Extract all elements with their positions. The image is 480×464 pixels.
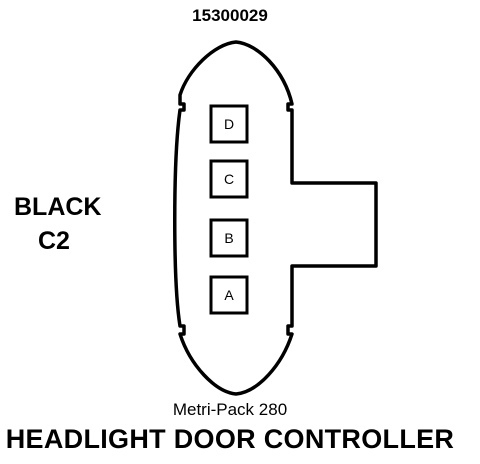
connector-series: Metri-Pack 280 bbox=[172, 400, 288, 419]
terminal-c-label: C bbox=[224, 171, 234, 187]
terminal-d-box bbox=[209, 104, 249, 144]
part-number: 15300029 bbox=[192, 6, 268, 25]
component-name: HEADLIGHT DOOR CONTROLLER bbox=[5, 424, 455, 454]
terminal-a-label: A bbox=[224, 287, 234, 303]
terminal-d-label: D bbox=[224, 116, 234, 132]
terminal-b-box bbox=[209, 218, 249, 258]
connector-cavity-label: C2 bbox=[38, 227, 70, 255]
terminal-a-box bbox=[209, 275, 249, 315]
connector-outline bbox=[173, 40, 378, 396]
terminal-c-box bbox=[209, 159, 249, 199]
terminal-b-label: B bbox=[224, 230, 233, 246]
connector-color-label: BLACK bbox=[14, 193, 102, 221]
